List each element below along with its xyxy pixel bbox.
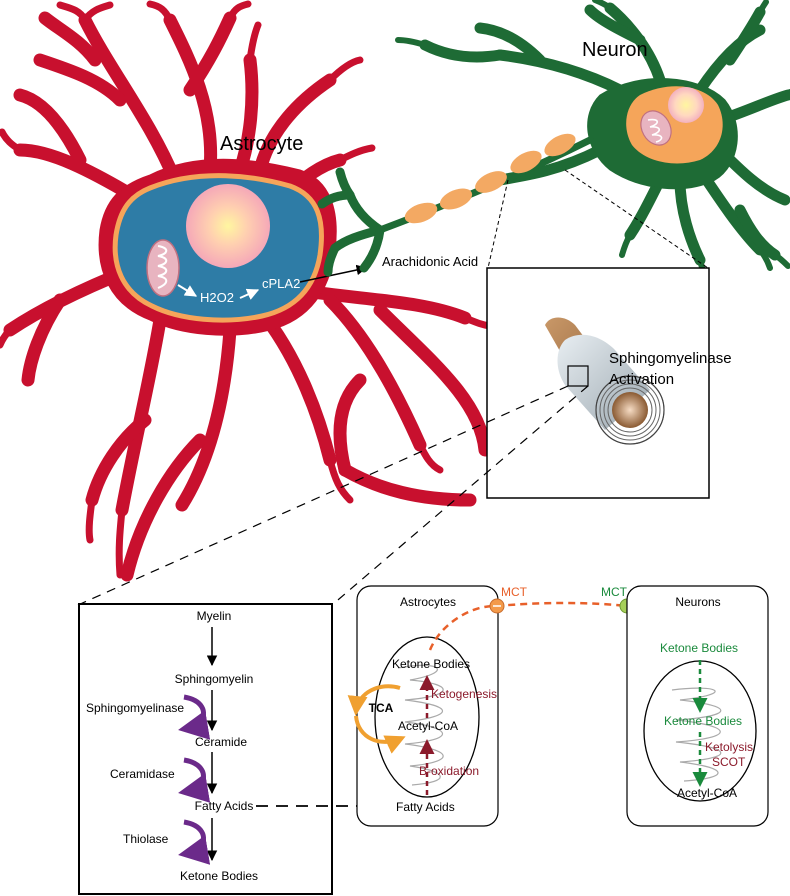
astro-fatty-acids: Fatty Acids [396, 800, 455, 814]
sphingomyelinase-line1: Sphingomyelinase [609, 350, 732, 367]
b-oxidation-label: B-oxidation [419, 764, 479, 778]
astrocyte-label: Astrocyte [220, 133, 303, 155]
enzyme-ceramidase: Ceramidase [110, 767, 175, 781]
tca-cycle [347, 684, 406, 754]
arachidonic-acid-label: Arachidonic Acid [382, 254, 478, 269]
astro-ketone-bodies: Ketone Bodies [392, 657, 470, 671]
step-myelin: Myelin [197, 609, 232, 623]
mct-left-label: MCT [501, 585, 528, 599]
zoom-line-axon-left [487, 179, 509, 269]
arrow-mito-to-h2o2 [177, 284, 198, 297]
zoom-line-axon-right [564, 169, 709, 269]
step-ceramide: Ceramide [195, 735, 247, 749]
astrocyte-nucleolus [186, 184, 270, 268]
neuron-ketone-bodies-outer: Ketone Bodies [660, 641, 738, 655]
ketogenesis-label: Ketogenesis [431, 687, 497, 701]
astrocyte-mitochondrion [146, 239, 180, 297]
mct-right-label: MCT [601, 585, 628, 599]
neuron-nucleolus [668, 87, 704, 123]
neuron-mitochondrion [640, 110, 672, 146]
enzyme-thiolase: Thiolase [123, 832, 169, 846]
sphingomyelinase-line2: Activation [609, 371, 674, 388]
h2o2-label: H2O2 [200, 290, 234, 305]
neuron-acetyl-coa: Acetyl-CoA [677, 786, 737, 800]
neuron-label: Neuron [582, 39, 648, 61]
neuron-cristae [671, 687, 722, 782]
step-ketone-bodies: Ketone Bodies [180, 869, 258, 883]
neurons-panel-title: Neurons [675, 595, 720, 609]
cpla2-label: cPLA2 [262, 276, 300, 291]
enzyme-sphingomyelinase: Sphingomyelinase [86, 701, 184, 715]
zoom-line-pathway-right [331, 385, 589, 606]
step-sphingomyelin: Sphingomyelin [175, 672, 254, 686]
astro-acetyl-coa: Acetyl-CoA [398, 719, 458, 733]
myelinated-axon-illustration [545, 317, 665, 445]
neuron-ketone-bodies-inner: Ketone Bodies [664, 714, 742, 728]
enzyme-arrow-thiolase-icon [178, 819, 211, 865]
pathway-box [78, 603, 333, 895]
tca-label: TCA [369, 701, 394, 715]
scot-label: SCOT [712, 755, 746, 769]
step-fatty-acids: Fatty Acids [195, 799, 254, 813]
arrow-h2o2-to-cpla2 [239, 288, 260, 300]
enzyme-arrow-sphingomyelinase-icon [178, 694, 211, 740]
enzyme-arrow-ceramidase-icon [178, 757, 211, 803]
myelin-segments [404, 133, 576, 224]
arrow-cpla2-to-arachidonic [299, 264, 368, 283]
astrocyte-cristae [397, 664, 444, 786]
mct-transport-path [428, 601, 692, 651]
astrocytes-panel-title: Astrocytes [400, 595, 456, 609]
ketolysis-label: Ketolysis [705, 740, 753, 754]
